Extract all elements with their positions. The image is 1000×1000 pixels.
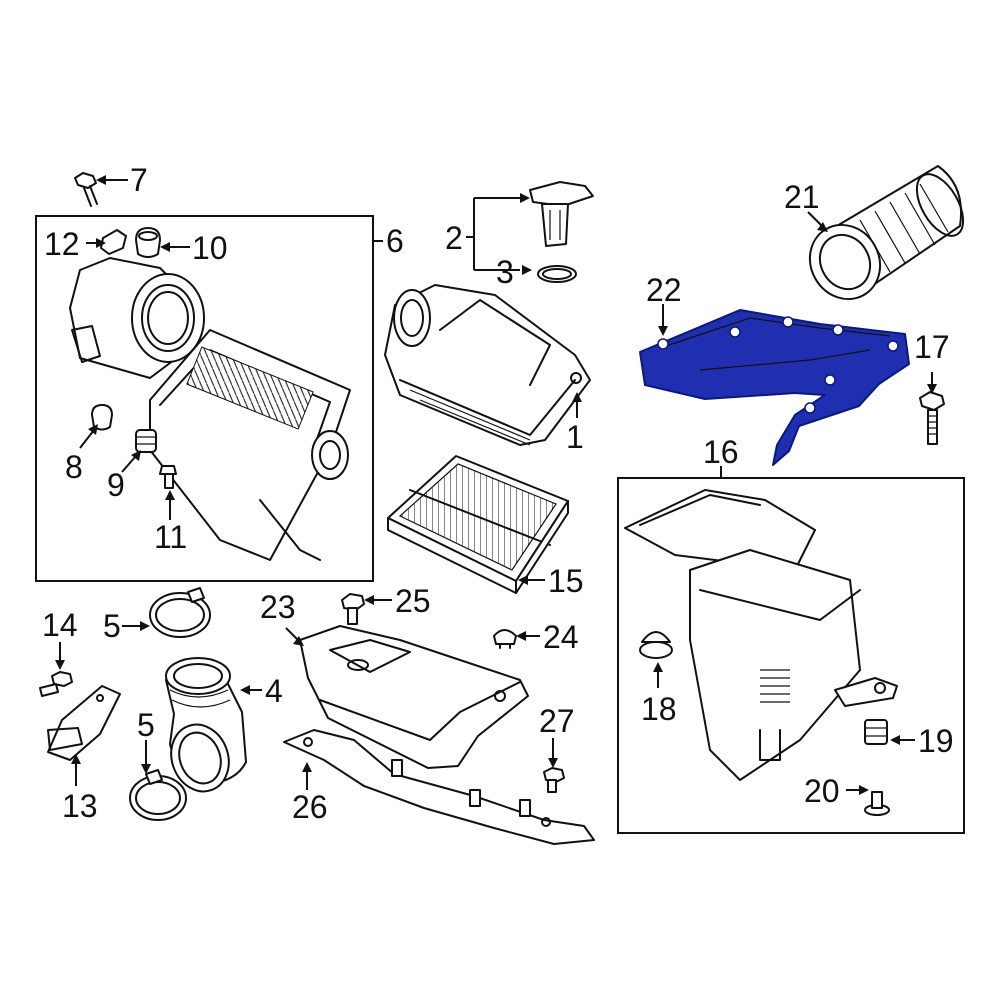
callout-12[interactable]: 12 <box>44 226 80 262</box>
part-14-bolt[interactable] <box>39 671 73 697</box>
callout-21[interactable]: 21 <box>784 179 820 215</box>
part-27-bolt[interactable] <box>543 767 565 793</box>
callout-10[interactable]: 10 <box>192 230 228 266</box>
callout-5-upper[interactable]: 5 <box>103 608 121 644</box>
part-5-clamp-lower[interactable] <box>129 769 187 821</box>
callout-17[interactable]: 17 <box>914 329 950 365</box>
part-8-grommet[interactable] <box>91 404 113 431</box>
part-12-clip[interactable] <box>100 229 127 255</box>
part-2-airflow-sensor[interactable] <box>529 181 594 247</box>
part-25-bolt[interactable] <box>341 593 365 625</box>
callout-24[interactable]: 24 <box>543 619 579 655</box>
part-9-grommet[interactable] <box>135 429 157 453</box>
callout-22[interactable]: 22 <box>646 272 682 308</box>
part-4-intake-hose[interactable] <box>162 657 247 800</box>
callout-19[interactable]: 19 <box>918 723 954 759</box>
part-16-resonator[interactable] <box>624 489 898 781</box>
callout-5-lower[interactable]: 5 <box>137 707 155 743</box>
callout-3[interactable]: 3 <box>496 254 514 290</box>
part-10-grommet[interactable] <box>135 227 161 258</box>
callout-11[interactable]: 11 <box>154 519 187 555</box>
part-19-grommet[interactable] <box>864 719 888 745</box>
callout-18[interactable]: 18 <box>641 691 677 727</box>
part-23-cover[interactable] <box>299 625 529 769</box>
callout-8[interactable]: 8 <box>65 449 83 485</box>
part-20-bolt[interactable] <box>864 791 890 816</box>
leader-lines <box>55 175 937 795</box>
callout-20[interactable]: 20 <box>804 773 840 809</box>
callout-25[interactable]: 25 <box>395 583 431 619</box>
part-1-air-cleaner-cover[interactable] <box>384 284 591 446</box>
part-5-clamp-upper[interactable] <box>149 587 211 638</box>
group-box-6 <box>35 215 374 582</box>
callout-26[interactable]: 26 <box>292 789 328 825</box>
part-26-bracket[interactable] <box>283 729 595 845</box>
part-6-air-cleaner-case[interactable] <box>69 257 351 561</box>
callout-1[interactable]: 1 <box>566 419 584 455</box>
callout-23[interactable]: 23 <box>260 589 296 625</box>
callout-6[interactable]: 6 <box>386 223 404 259</box>
callout-13[interactable]: 13 <box>62 788 98 824</box>
part-11-bolt[interactable] <box>159 465 177 489</box>
part-15-air-filter[interactable] <box>387 455 569 594</box>
callout-15[interactable]: 15 <box>548 563 584 599</box>
callout-27[interactable]: 27 <box>539 703 575 739</box>
callout-16[interactable]: 16 <box>703 434 739 470</box>
callout-4[interactable]: 4 <box>265 673 283 709</box>
part-7-bolt[interactable] <box>74 172 98 207</box>
callout-9[interactable]: 9 <box>107 467 125 503</box>
part-18-grommet[interactable] <box>639 631 673 659</box>
callout-2[interactable]: 2 <box>445 220 463 256</box>
part-22-air-inlet-duct-highlighted[interactable] <box>639 309 910 466</box>
callout-7[interactable]: 7 <box>130 162 148 198</box>
part-17-bolt[interactable] <box>919 391 945 445</box>
part-3-o-ring[interactable] <box>537 265 577 283</box>
callout-labels: 7 12 10 6 8 9 11 2 3 1 15 21 22 17 16 18… <box>42 162 954 825</box>
callout-14[interactable]: 14 <box>42 607 78 643</box>
part-13-bracket[interactable] <box>47 685 121 761</box>
group-box-16 <box>617 477 965 834</box>
part-24-clip[interactable] <box>493 629 517 649</box>
part-21-intake-duct[interactable] <box>797 165 973 312</box>
